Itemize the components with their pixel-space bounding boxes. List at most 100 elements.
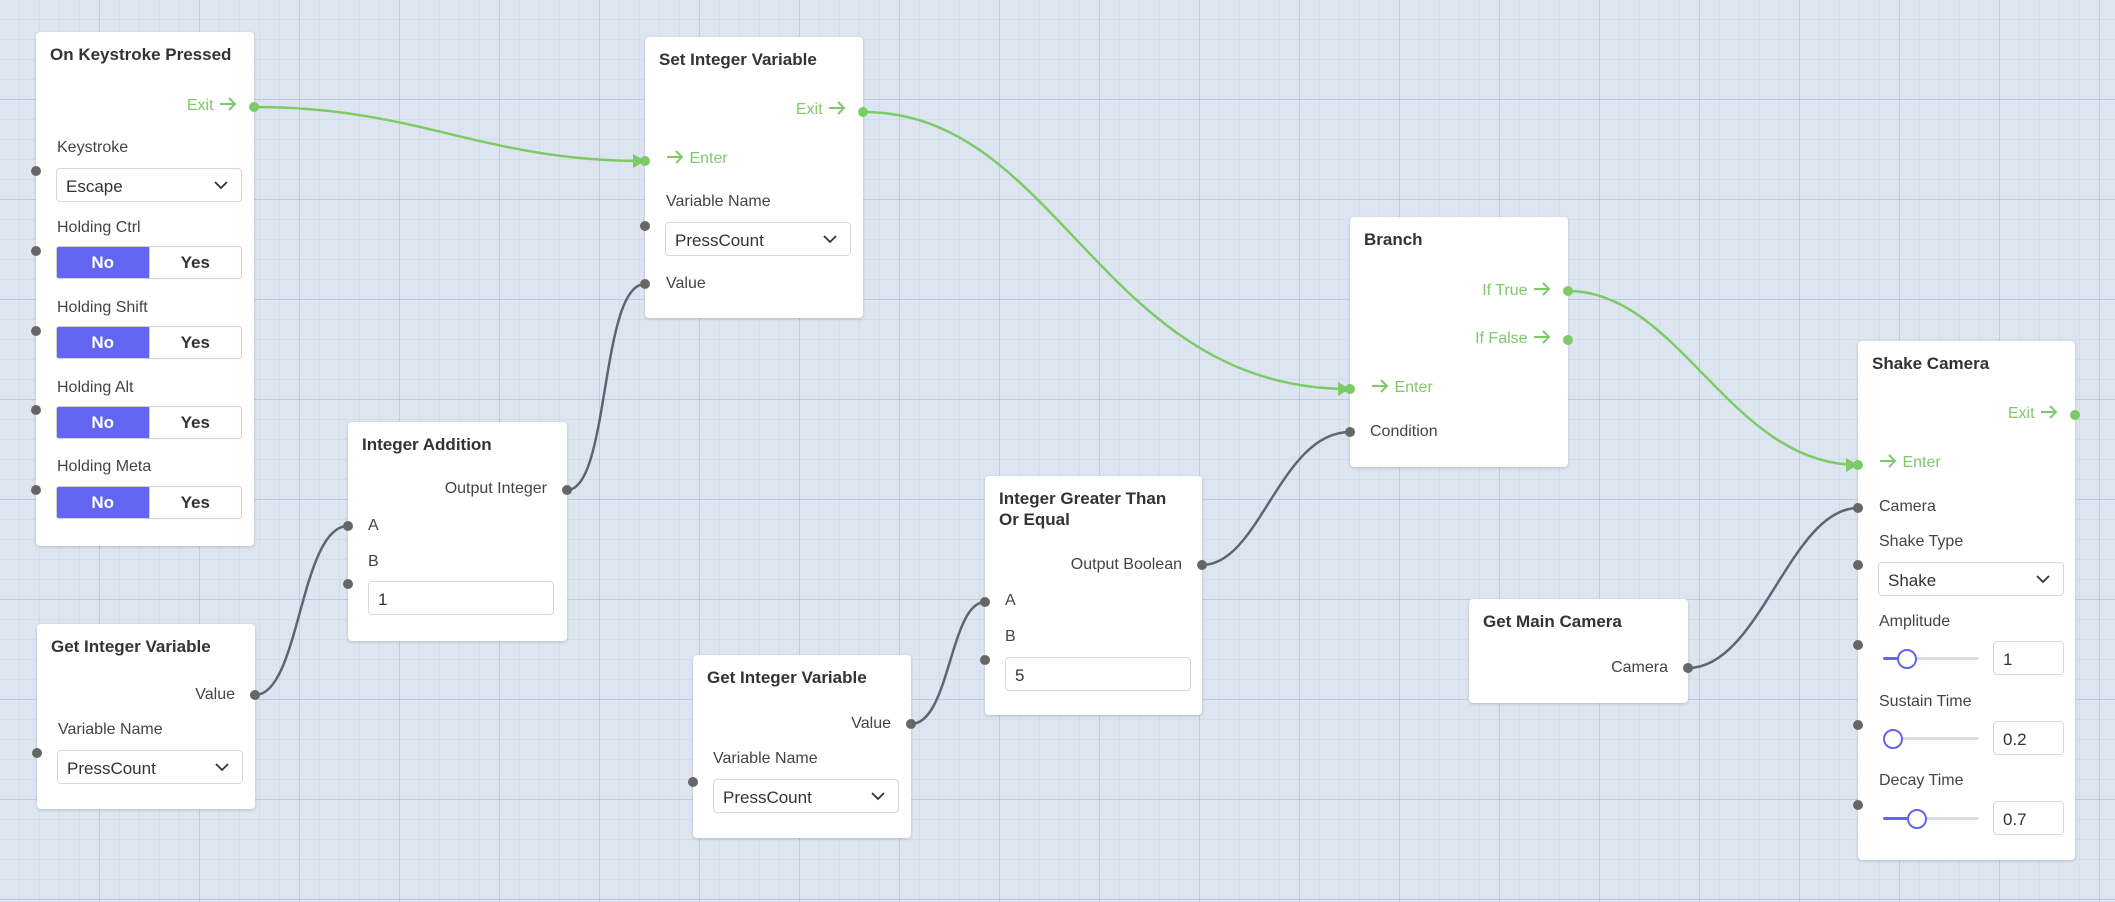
- slider-thumb[interactable]: [1897, 649, 1917, 669]
- node-title: Branch: [1364, 230, 1423, 249]
- get-variable-name-port[interactable]: [32, 748, 42, 758]
- variable-name-select[interactable]: PressCount: [57, 750, 243, 784]
- variable-name-label: Variable Name: [713, 750, 818, 767]
- if-true-output: If True: [1482, 282, 1552, 300]
- branch-enter-port[interactable]: [1345, 384, 1355, 394]
- enter-label: Enter: [1902, 454, 1941, 471]
- main-camera-output-port[interactable]: [1683, 663, 1693, 673]
- holding-meta-toggle[interactable]: No Yes: [56, 486, 242, 519]
- set-variable-exit-port[interactable]: [858, 107, 868, 117]
- holding-ctrl-label: Holding Ctrl: [57, 219, 141, 236]
- holding-alt-toggle[interactable]: No Yes: [56, 406, 242, 439]
- keystroke-select[interactable]: Escape: [56, 168, 242, 202]
- get-variable-2-name-port[interactable]: [688, 777, 698, 787]
- variable-name-select[interactable]: PressCount: [665, 222, 851, 256]
- camera-output-label: Camera: [1611, 659, 1668, 676]
- holding-shift-input-port[interactable]: [31, 326, 41, 336]
- toggle-yes-option[interactable]: Yes: [148, 407, 241, 438]
- input-b-field[interactable]: 5: [1005, 657, 1191, 691]
- set-variable-enter-port[interactable]: [640, 156, 650, 166]
- toggle-yes-option[interactable]: Yes: [148, 487, 241, 518]
- node-branch[interactable]: Branch If True If False Enter Condition: [1350, 217, 1568, 467]
- node-title: Get Integer Variable: [707, 668, 867, 687]
- sustain-time-port[interactable]: [1853, 720, 1863, 730]
- variable-name-value: PressCount: [675, 231, 764, 250]
- gte-output-port[interactable]: [1197, 560, 1207, 570]
- variable-name-select[interactable]: PressCount: [713, 779, 899, 813]
- decay-time-slider[interactable]: [1883, 808, 1979, 829]
- get-variable-2-value-port[interactable]: [906, 719, 916, 729]
- holding-meta-input-port[interactable]: [31, 485, 41, 495]
- input-a-label: A: [1005, 592, 1016, 609]
- amplitude-port[interactable]: [1853, 640, 1863, 650]
- node-get-integer-variable[interactable]: Get Integer Variable Value Variable Name…: [693, 655, 911, 838]
- slider-thumb[interactable]: [1907, 809, 1927, 829]
- toggle-yes-option[interactable]: Yes: [148, 247, 241, 278]
- holding-shift-toggle[interactable]: No Yes: [56, 326, 242, 359]
- input-b-value: 5: [1015, 666, 1025, 685]
- chevron-down-icon: [215, 763, 229, 772]
- node-get-integer-variable[interactable]: Get Integer Variable Value Variable Name…: [37, 624, 255, 809]
- enter-label: Enter: [1394, 379, 1433, 396]
- addition-b-port[interactable]: [343, 579, 353, 589]
- exit-label: Exit: [2007, 405, 2035, 422]
- node-title: Get Main Camera: [1483, 612, 1622, 631]
- keystroke-exit-port[interactable]: [249, 102, 259, 112]
- slider-thumb[interactable]: [1883, 729, 1903, 749]
- branch-condition-port[interactable]: [1345, 427, 1355, 437]
- exit-label: Exit: [795, 101, 823, 118]
- exit-output: Exit: [2008, 405, 2059, 423]
- set-variable-value-port[interactable]: [640, 279, 650, 289]
- decay-time-field[interactable]: 0.7: [1993, 801, 2064, 835]
- sustain-time-slider[interactable]: [1883, 728, 1979, 749]
- toggle-no-option[interactable]: No: [57, 247, 149, 278]
- holding-ctrl-input-port[interactable]: [31, 246, 41, 256]
- holding-meta-label: Holding Meta: [57, 458, 152, 475]
- node-set-integer-variable[interactable]: Set Integer Variable Exit Enter Variable…: [645, 37, 863, 318]
- variable-name-label: Variable Name: [58, 721, 163, 738]
- gte-b-port[interactable]: [980, 655, 990, 665]
- shake-camera-port[interactable]: [1853, 503, 1863, 513]
- node-integer-addition[interactable]: Integer Addition Output Integer A B 1: [348, 422, 567, 641]
- shake-exit-port[interactable]: [2070, 410, 2080, 420]
- amplitude-field[interactable]: 1: [1993, 641, 2064, 675]
- node-on-keystroke-pressed[interactable]: On Keystroke Pressed Exit Keystroke Esca…: [36, 32, 254, 546]
- input-b-label: B: [368, 553, 379, 570]
- variable-name-value: PressCount: [723, 788, 812, 807]
- output-integer-label: Output Integer: [444, 480, 547, 497]
- input-b-field[interactable]: 1: [368, 581, 554, 615]
- shake-enter-port[interactable]: [1853, 460, 1863, 470]
- node-get-main-camera[interactable]: Get Main Camera Camera: [1469, 599, 1688, 703]
- branch-if-false-port[interactable]: [1563, 335, 1573, 345]
- value-input-label: Value: [666, 275, 706, 292]
- addition-output-port[interactable]: [562, 485, 572, 495]
- node-title: Get Integer Variable: [51, 637, 211, 656]
- addition-a-port[interactable]: [343, 521, 353, 531]
- toggle-no-option[interactable]: No: [57, 407, 149, 438]
- data-wire-get2-to-gte: [909, 600, 987, 726]
- branch-if-true-port[interactable]: [1563, 286, 1573, 296]
- node-shake-camera[interactable]: Shake Camera Exit Enter Camera Shake Typ…: [1858, 341, 2075, 860]
- holding-alt-input-port[interactable]: [31, 405, 41, 415]
- shake-type-select[interactable]: Shake: [1878, 562, 2064, 596]
- toggle-no-option[interactable]: No: [57, 327, 149, 358]
- amplitude-slider[interactable]: [1883, 648, 1979, 669]
- amplitude-value: 1: [2003, 650, 2013, 669]
- holding-alt-label: Holding Alt: [57, 379, 134, 396]
- set-variable-name-port[interactable]: [640, 221, 650, 231]
- holding-ctrl-toggle[interactable]: No Yes: [56, 246, 242, 279]
- arrow-right-icon: [1534, 330, 1551, 344]
- node-integer-greater-than-or-equal[interactable]: Integer Greater Than Or Equal Output Boo…: [985, 476, 1202, 715]
- toggle-yes-option[interactable]: Yes: [148, 327, 241, 358]
- decay-time-port[interactable]: [1853, 800, 1863, 810]
- get-variable-value-port[interactable]: [250, 690, 260, 700]
- exit-label: Exit: [186, 97, 214, 114]
- enter-input: Enter: [1878, 454, 1941, 472]
- shake-type-port[interactable]: [1853, 560, 1863, 570]
- sustain-time-field[interactable]: 0.2: [1993, 721, 2064, 755]
- toggle-no-option[interactable]: No: [57, 487, 149, 518]
- gte-a-port[interactable]: [980, 597, 990, 607]
- sustain-time-value: 0.2: [2003, 730, 2027, 749]
- keystroke-input-port[interactable]: [31, 166, 41, 176]
